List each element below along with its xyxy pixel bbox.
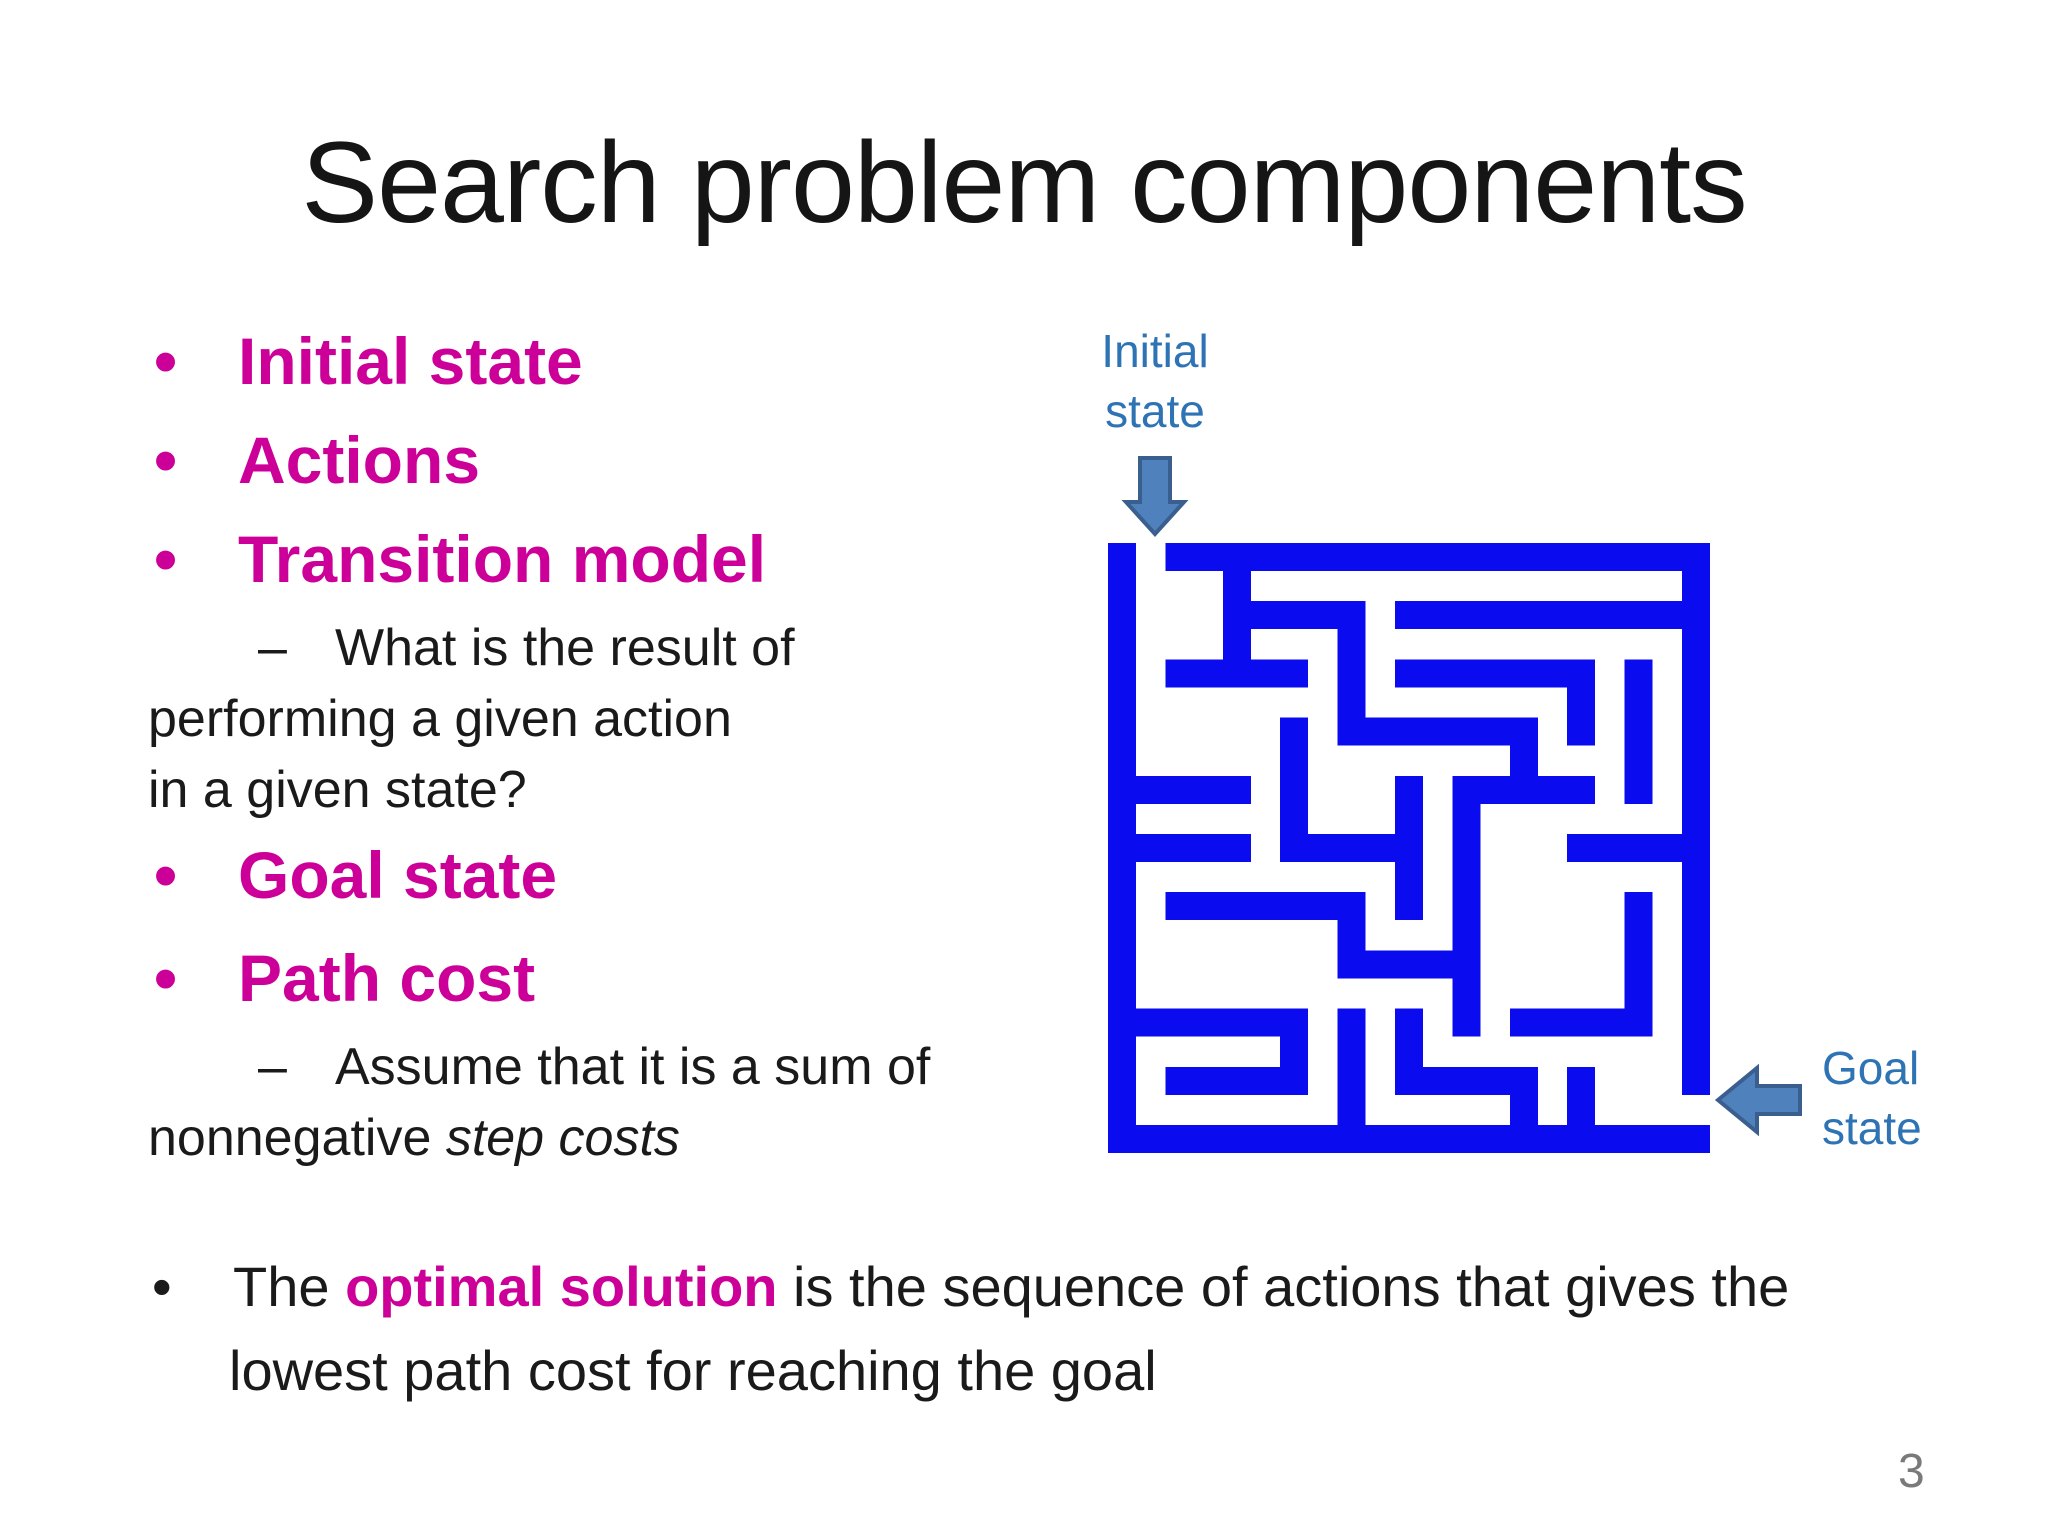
bullet-list: • Initial state • Actions • Transition mode… (148, 321, 1068, 1174)
goal-state-label-line2: state (1822, 1102, 1922, 1154)
maze-image (1108, 543, 1710, 1153)
path-cost-sub-bullet: –Assume that it is a sum of nonnegative … (148, 1032, 1068, 1174)
initial-state-label: Initial state (1060, 321, 1250, 441)
sub-bullet-line: –What is the result of (148, 613, 1068, 684)
goal-state-label-line1: Goal (1822, 1042, 1920, 1094)
bullet-dot-icon: • (154, 522, 178, 596)
bullet-path-cost: • Path cost (148, 938, 1068, 1018)
sub-bullet-text: What is the result of (335, 619, 795, 677)
optimal-solution-highlight: optimal solution (345, 1255, 778, 1318)
dash-icon: – (258, 1038, 287, 1096)
bullet-actions-label: Actions (238, 423, 481, 497)
bullet-path-cost-label: Path cost (238, 941, 536, 1015)
initial-state-label-line1: Initial (1101, 325, 1209, 377)
sub-bullet-line: in a given state? (148, 761, 527, 819)
paragraph-text: is the sequence of actions that gives th… (777, 1255, 1790, 1318)
sub-bullet-text: nonnegative (148, 1109, 446, 1167)
bullet-dot-icon: • (152, 1255, 172, 1318)
bullet-dot-icon: • (154, 423, 178, 497)
initial-state-label-line2: state (1105, 385, 1205, 437)
bullet-dot-icon: • (154, 838, 178, 912)
bullet-initial-state-label: Initial state (238, 324, 583, 398)
bullet-goal-state-label: Goal state (238, 838, 558, 912)
sub-bullet-line: nonnegative step costs (148, 1103, 1068, 1174)
optimal-solution-paragraph: • The optimal solution is the sequence of… (148, 1245, 1968, 1413)
dash-icon: – (258, 619, 287, 677)
bullet-goal-state: • Goal state (148, 835, 1068, 915)
sub-bullet-line: performing a given action (148, 690, 732, 748)
sub-bullet-text: Assume that it is a sum of (335, 1038, 931, 1096)
transition-sub-bullet: –What is the result of performing a give… (148, 613, 1068, 826)
bullet-dot-icon: • (154, 941, 178, 1015)
page-number: 3 (1898, 1445, 1925, 1498)
slide-title: Search problem components (301, 119, 1747, 247)
paragraph-text: The (233, 1255, 346, 1318)
bullet-transition-model-label: Transition model (238, 522, 767, 596)
bullet-transition-model: • Transition model (148, 519, 1068, 599)
paragraph-line2: lowest path cost for reaching the goal (229, 1339, 1157, 1402)
bullet-actions: • Actions (148, 420, 1068, 500)
bullet-dot-icon: • (154, 324, 178, 398)
down-arrow-icon (1121, 456, 1189, 537)
goal-state-label: Goal state (1822, 1038, 1992, 1158)
step-costs-italic: step costs (445, 1109, 680, 1167)
paragraph-line1: • The optimal solution is the sequence of… (148, 1245, 1968, 1329)
sub-bullet-line: –Assume that it is a sum of (148, 1032, 1068, 1103)
left-arrow-icon (1714, 1063, 1802, 1137)
bullet-initial-state: • Initial state (148, 321, 1068, 401)
